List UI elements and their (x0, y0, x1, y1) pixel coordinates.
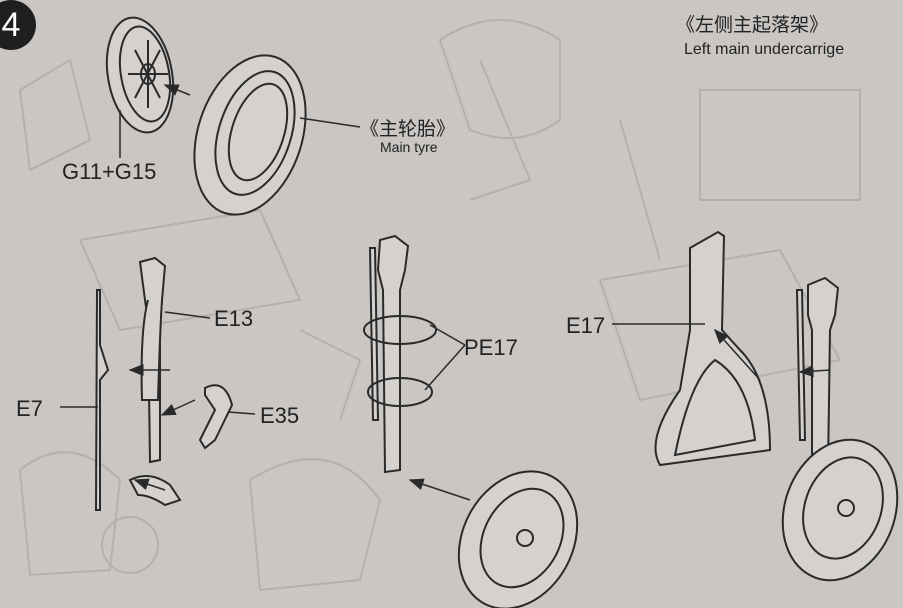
strut-drawing (94, 256, 182, 511)
part-label-pe: PE17 (464, 335, 518, 360)
part-label-rod: E7 (16, 396, 43, 421)
main-tyre-drawing (193, 54, 307, 216)
arm-drawing (198, 384, 234, 450)
tyre-label-chinese: 《主轮胎》 (360, 118, 456, 140)
right-strut-drawing (781, 276, 899, 582)
title-english: Left main undercarrige (684, 41, 845, 58)
part-label-arm: E35 (260, 403, 300, 428)
title-chinese: 《左侧主起落架》 (676, 14, 829, 36)
center-strut-drawing (363, 234, 437, 474)
leader-lines (60, 84, 831, 501)
part-label-wheel: G11+G15 (62, 159, 157, 184)
step-number-badge: 4 (0, 0, 50, 50)
tyre-label-english: Main tyre (380, 139, 438, 155)
step-number: 4 (0, 0, 36, 50)
bottom-wheel-drawing (457, 470, 579, 608)
door-drawing (654, 230, 772, 467)
wheel-hub-drawing (105, 16, 175, 134)
part-label-door: E17 (566, 313, 606, 338)
part-label-strut: E13 (214, 306, 254, 331)
